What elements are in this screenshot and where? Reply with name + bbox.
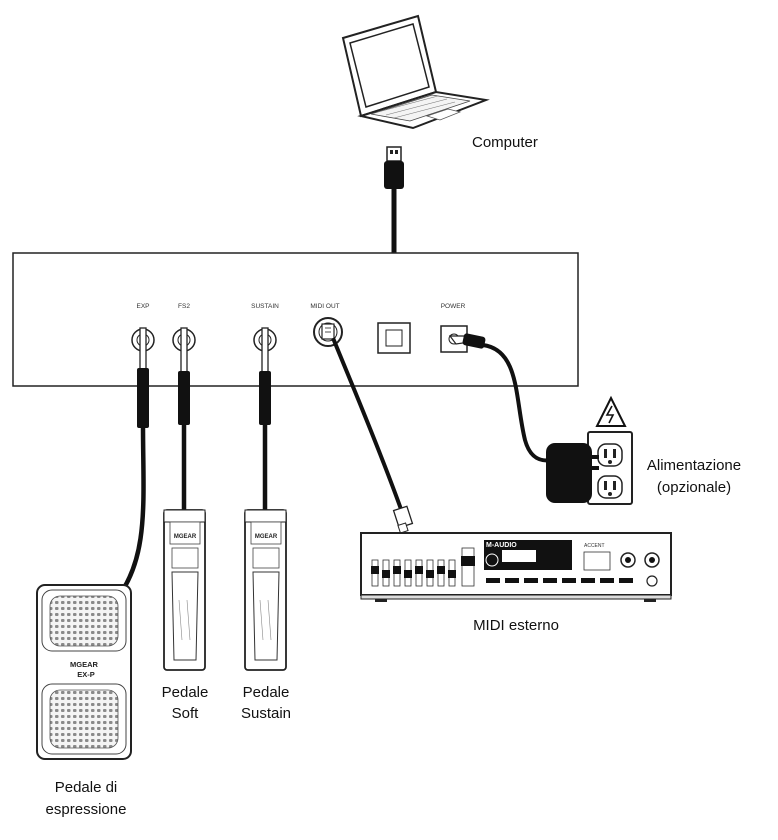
midi-rack-device-icon — [360, 532, 672, 602]
warning-icon — [595, 395, 627, 427]
expression-pedal-label-line2: espressione — [46, 801, 127, 818]
port-label-power: POWER — [441, 303, 466, 310]
computer-label: Computer — [472, 134, 538, 151]
soft-pedal-brand: MGEAR — [174, 534, 197, 540]
laptop-icon — [341, 14, 490, 130]
soft-pedal-icon — [163, 509, 206, 671]
power-supply-label-line2: (opzionale) — [657, 479, 731, 496]
power-plug — [448, 333, 486, 349]
usb-port-socket — [377, 322, 411, 354]
port-label-fs2: FS2 — [178, 303, 190, 310]
expression-pedal-model: EX-P — [77, 670, 95, 679]
soft-pedal-label-line1: Pedale — [162, 684, 209, 701]
expression-pedal-icon — [36, 584, 132, 760]
external-midi-label: MIDI esterno — [473, 617, 559, 634]
sustain-pedal-brand: MGEAR — [255, 534, 278, 540]
sustain-pedal-icon — [244, 509, 287, 671]
accent-brand: ACCENT — [584, 543, 605, 549]
port-label-midi-out: MIDI OUT — [310, 303, 339, 310]
power-adapter-icon — [546, 443, 599, 503]
expression-pedal-brand: MGEAR — [70, 660, 99, 669]
sustain-pedal-label-line1: Pedale — [243, 684, 290, 701]
soft-pedal-label-line2: Soft — [172, 705, 200, 722]
maudio-brand: M-AUDIO — [486, 542, 517, 549]
expression-pedal-label-line1: Pedale di — [55, 779, 118, 796]
port-label-exp: EXP — [136, 303, 149, 310]
exp-jack-plug — [137, 327, 149, 428]
midi-connector-end — [392, 505, 414, 534]
midi-plug — [321, 323, 335, 340]
power-cable — [482, 343, 553, 463]
exp-cable — [112, 425, 146, 604]
port-label-sustain: SUSTAIN — [251, 303, 279, 310]
fs2-jack-plug — [178, 327, 190, 425]
power-supply-label-line1: Alimentazione — [647, 457, 741, 474]
wall-outlet-icon — [587, 431, 633, 505]
sustain-jack-plug — [259, 327, 271, 425]
midi-cable — [331, 337, 404, 513]
sustain-pedal-label-line2: Sustain — [241, 705, 291, 722]
keyboard-rear-panel — [12, 252, 579, 387]
